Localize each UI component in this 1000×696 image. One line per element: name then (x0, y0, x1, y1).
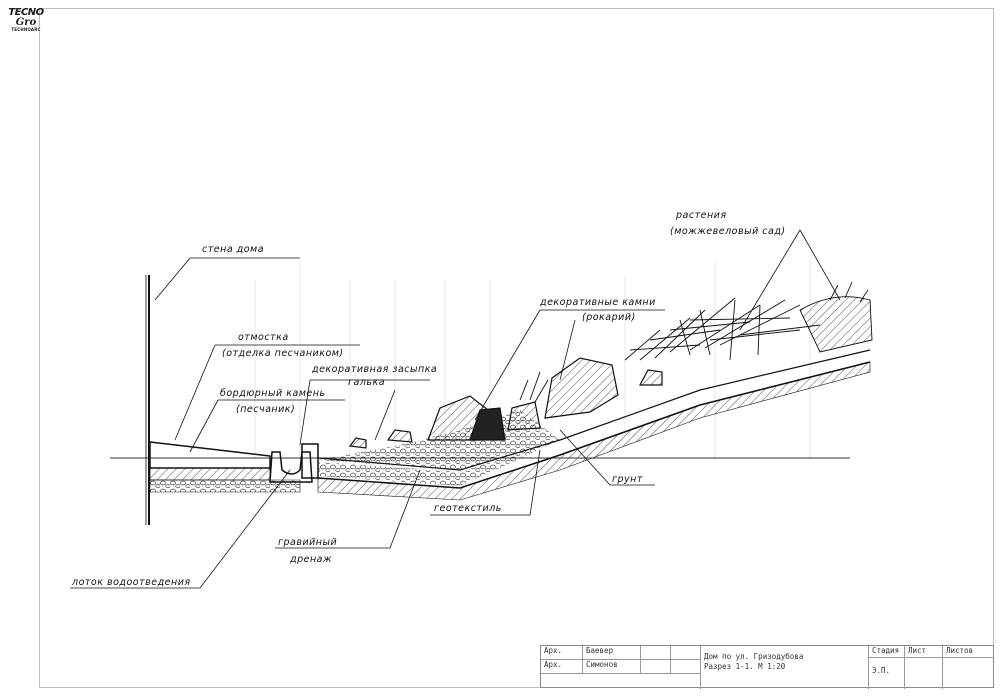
blind-area-slab (149, 441, 271, 469)
label-blind-area-note: (отделка песчаником) (222, 348, 344, 359)
label-plants-note: (можжевеловый сад) (670, 226, 786, 237)
label-soil: грунт (612, 474, 643, 485)
label-decorative-stones: декоративные камни (539, 297, 656, 308)
stamp-role-2: Арх. (541, 660, 583, 674)
drainage-tray (269, 451, 313, 483)
label-plants: растения (675, 210, 727, 221)
stamp-stage-header: Стадия (869, 646, 905, 658)
stamp-sheets-header: Листов (943, 646, 994, 658)
label-curb-stone: бордюрный камень (220, 388, 326, 399)
label-pebbles: галька (348, 377, 385, 388)
stamp-title-cell: Дом по ул. Гризодубова Разрез 1-1. М 1:2… (701, 646, 869, 689)
decorative-stones (348, 357, 663, 449)
stamp-date-1 (671, 646, 701, 660)
curb-stone (301, 443, 319, 479)
stamp-sign-1 (641, 646, 671, 660)
stamp-date-2 (671, 660, 701, 674)
stamp-sheet-header: Лист (905, 646, 943, 658)
soil-hatch (317, 361, 871, 501)
drawing-frame (39, 8, 994, 688)
label-blind-area: отмостка (238, 332, 289, 343)
stamp-name-1: Баевер (583, 646, 641, 660)
stamp-sheets (943, 658, 994, 689)
stamp-role-1: Арх. (541, 646, 583, 660)
label-drainage-tray: лоток водоотведения (71, 577, 191, 588)
label-curb-stone-note: (песчаник) (236, 404, 295, 415)
stamp-sheet (905, 658, 943, 689)
stamp-empty-row (541, 674, 701, 689)
stamp-name-2: Симонов (583, 660, 641, 674)
stamp-sign-2 (641, 660, 671, 674)
label-decorative-fill: декоративная засыпка (311, 364, 437, 375)
label-house-wall: стена дома (202, 244, 264, 255)
logo-line-2: Gro (15, 17, 37, 28)
company-logo: TECNO Gro TECHNOARC (8, 8, 44, 33)
logo-line-1: TECNO (8, 7, 44, 18)
label-decorative-stones-note: (рокарий) (582, 312, 636, 323)
label-gravel-drain-1: гравийный (278, 537, 337, 548)
leader-lines (70, 229, 841, 589)
label-gravel-drain-2: дренаж (289, 554, 332, 565)
stamp-section: Разрез 1-1. М 1:20 (704, 662, 786, 671)
title-block: Арх. Баевер Арх. Симонов Дом по ул. Гриз… (540, 645, 994, 689)
stamp-stage: Э.П. (869, 658, 905, 689)
label-geotextile: геотекстиль (434, 503, 502, 514)
stamp-project: Дом по ул. Гризодубова (704, 652, 804, 661)
logo-line-3: TECHNOARC (11, 27, 41, 32)
juniper-plants (519, 281, 873, 403)
